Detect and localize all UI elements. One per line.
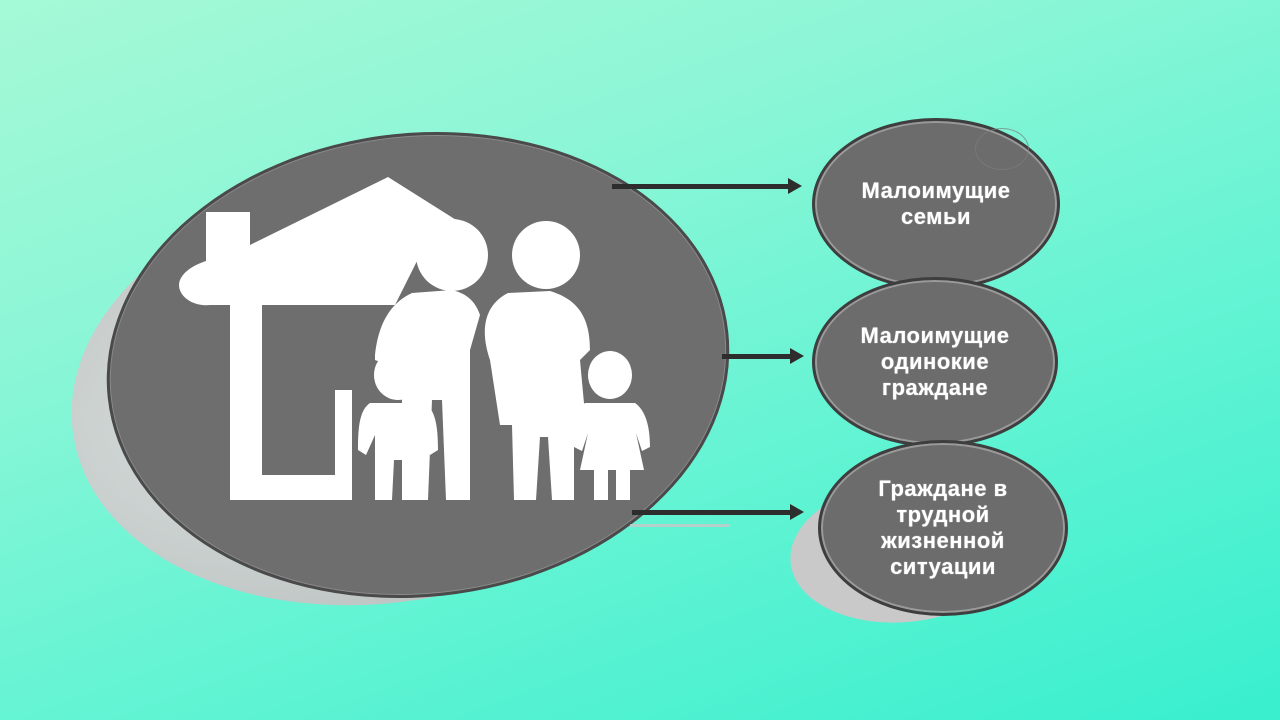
category-label: Граждане в трудной жизненной ситуации <box>878 476 1008 579</box>
gloss-highlight <box>975 128 1029 170</box>
category-low-income-single-citizens: Малоимущие одинокие граждане <box>812 277 1058 447</box>
arrow-to-category-1 <box>612 178 802 194</box>
category-citizens-difficult-situation: Граждане в трудной жизненной ситуации <box>818 440 1068 616</box>
category-label: Малоимущие семьи <box>861 178 1011 229</box>
house-family-icon <box>179 177 650 500</box>
arrow-shadow <box>630 524 730 527</box>
arrow-to-category-2 <box>722 348 804 364</box>
arrow-to-category-3 <box>632 504 804 520</box>
category-label: Малоимущие одинокие граждане <box>860 323 1010 400</box>
